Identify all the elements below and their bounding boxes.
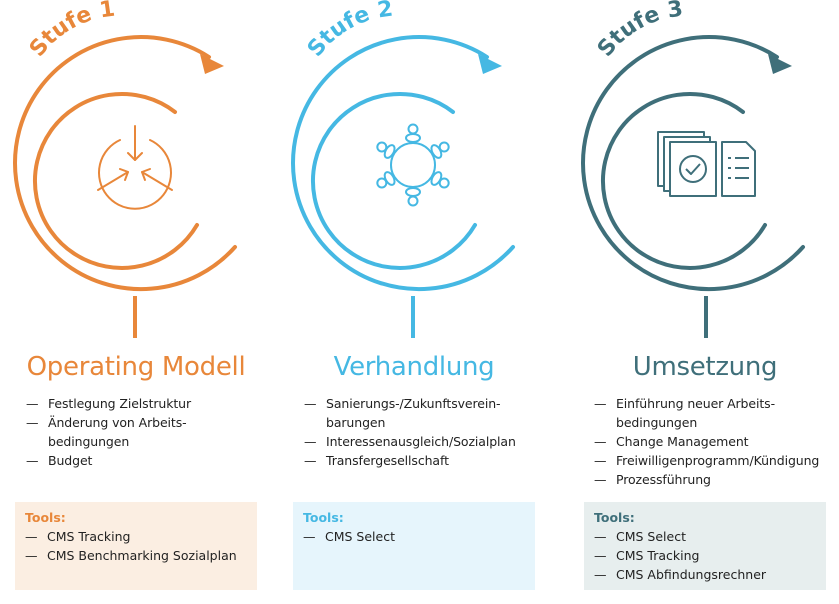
inward-arrows-icon [97,125,173,210]
list-item: Sanierungs-/Zukunftsverein-barungen [304,394,516,432]
stage-3-outer-arc [581,35,805,292]
stage-3-title: Umsetzung [632,352,778,382]
stage-2-arrowhead [478,54,502,74]
stage-1-step-label: Stufe 1 [25,0,116,62]
stage-3-tools-box: Tools: CMS Select CMS Tracking CMS Abfin… [584,502,826,590]
person-head [438,177,450,189]
stage-2-bullet-list: Sanierungs-/Zukunftsverein-barungen Inte… [304,394,516,470]
list-item: Freiwilligenprogramm/Kündigung [594,451,819,470]
stage-1-inner-arc [32,92,199,270]
person-head [376,141,388,153]
list-item: CMS Tracking [594,546,816,565]
stage-3-bullet-list: Einführung neuer Arbeits-bedingungen Cha… [594,394,819,489]
approved-documents-icon [657,131,756,197]
stage-1-graphic: Stufe 1 [13,0,237,338]
stage-2-outer-arc [291,35,515,292]
stage-3-step-label: Stufe 3 [593,0,684,62]
stage-1-outer-arc [13,35,237,292]
list-item: Interessenausgleich/Sozialplan [304,432,516,451]
list-item: Änderung von Arbeits-bedingungen [26,413,191,451]
person-body [405,187,421,197]
tools-label: Tools: [303,510,344,525]
list-item: CMS Select [594,527,816,546]
tools-label: Tools: [594,510,635,525]
list-item: CMS Abfindungsrechner [594,565,816,584]
list-item: Transfergesellschaft [304,451,516,470]
round-table-icon [376,123,450,207]
list-item: CMS Tracking [25,527,247,546]
person-head [376,177,388,189]
list-item: CMS Benchmarking Sozialplan [25,546,247,565]
stage-3-arrowhead [768,54,792,74]
stage-2-title: Verhandlung [333,352,495,382]
list-item: Change Management [594,432,819,451]
stage-2-graphic: Stufe 2 [291,0,515,338]
stage-1-bullet-list: Festlegung Zielstruktur Änderung von Arb… [26,394,191,470]
tools-label: Tools: [25,510,66,525]
person-head [407,195,419,207]
stage-1-title: Operating Modell [26,352,246,382]
stage-2-inner-arc [310,92,477,270]
person-body [405,133,421,143]
stage-1-tools-box: Tools: CMS Tracking CMS Benchmarking Soz… [15,502,257,590]
list-item: CMS Select [303,527,525,546]
person-head [407,123,419,135]
list-item: Budget [26,451,191,470]
stage-2-step-label: Stufe 2 [303,0,394,62]
stage-2-tools-box: Tools: CMS Select [293,502,535,590]
list-item: Prozessführung [594,470,819,489]
stage-1-arrowhead [200,54,224,74]
stage-3-inner-arc [600,92,767,270]
list-item: Festlegung Zielstruktur [26,394,191,413]
person-head [438,141,450,153]
stage-3-graphic: Stufe 3 [581,0,805,338]
list-item: Einführung neuer Arbeits-bedingungen [594,394,819,432]
